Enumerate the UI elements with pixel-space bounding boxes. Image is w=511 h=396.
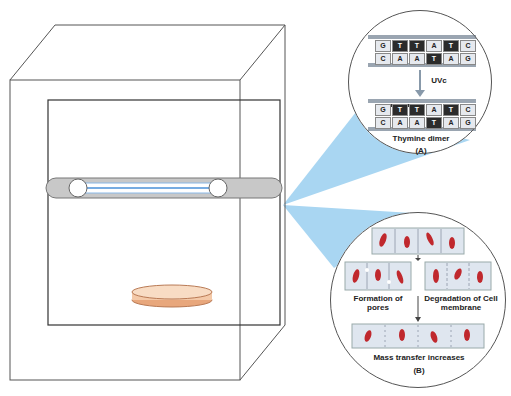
uv-lamp [46,178,282,198]
base-letter: T [409,40,425,52]
base-letter: C [375,117,391,129]
zoom-circle: Formation of pores Degradation of Cell me… [330,212,506,388]
base-letter: T [426,117,442,129]
base-letter: T [392,40,408,52]
result-label: Mass transfer increases [349,354,489,363]
step-label: Formation of pores [343,295,413,313]
base-letter: A [392,117,408,129]
base-letter: T [409,104,425,116]
uv-arrow [415,70,425,97]
panel-tag: (B) [399,367,439,376]
zoom-circle: UVcThymine dimer (A) [348,10,492,154]
cell-panels [345,228,491,348]
base-letter: C [375,53,391,65]
zoom-circle [348,10,492,154]
base-letter: A [409,117,425,129]
base-letter: T [443,40,459,52]
uv-label: UVc [425,77,453,86]
petri-dish [132,285,212,307]
base-letter: T [392,104,408,116]
base-letter: G [460,53,476,65]
base-letter: A [426,40,442,52]
zoom-wedge [283,112,470,205]
panel-tag: (A) [399,147,443,156]
base-letter: G [375,40,391,52]
base-letter: A [392,53,408,65]
base-letter: T [426,53,442,65]
base-letter: A [426,104,442,116]
result-label: Thymine dimer [359,135,483,144]
base-letter: G [460,117,476,129]
base-letter: C [460,40,476,52]
uv-chamber [10,25,285,380]
dna-strand [368,35,476,131]
base-letter: A [409,53,425,65]
base-letter: A [443,117,459,129]
base-letter: T [443,104,459,116]
zoom-circle [330,212,506,388]
base-letter: G [375,104,391,116]
step-label: Degradation of Cell membrane [423,295,499,313]
base-letter: C [460,104,476,116]
base-letter: A [443,53,459,65]
